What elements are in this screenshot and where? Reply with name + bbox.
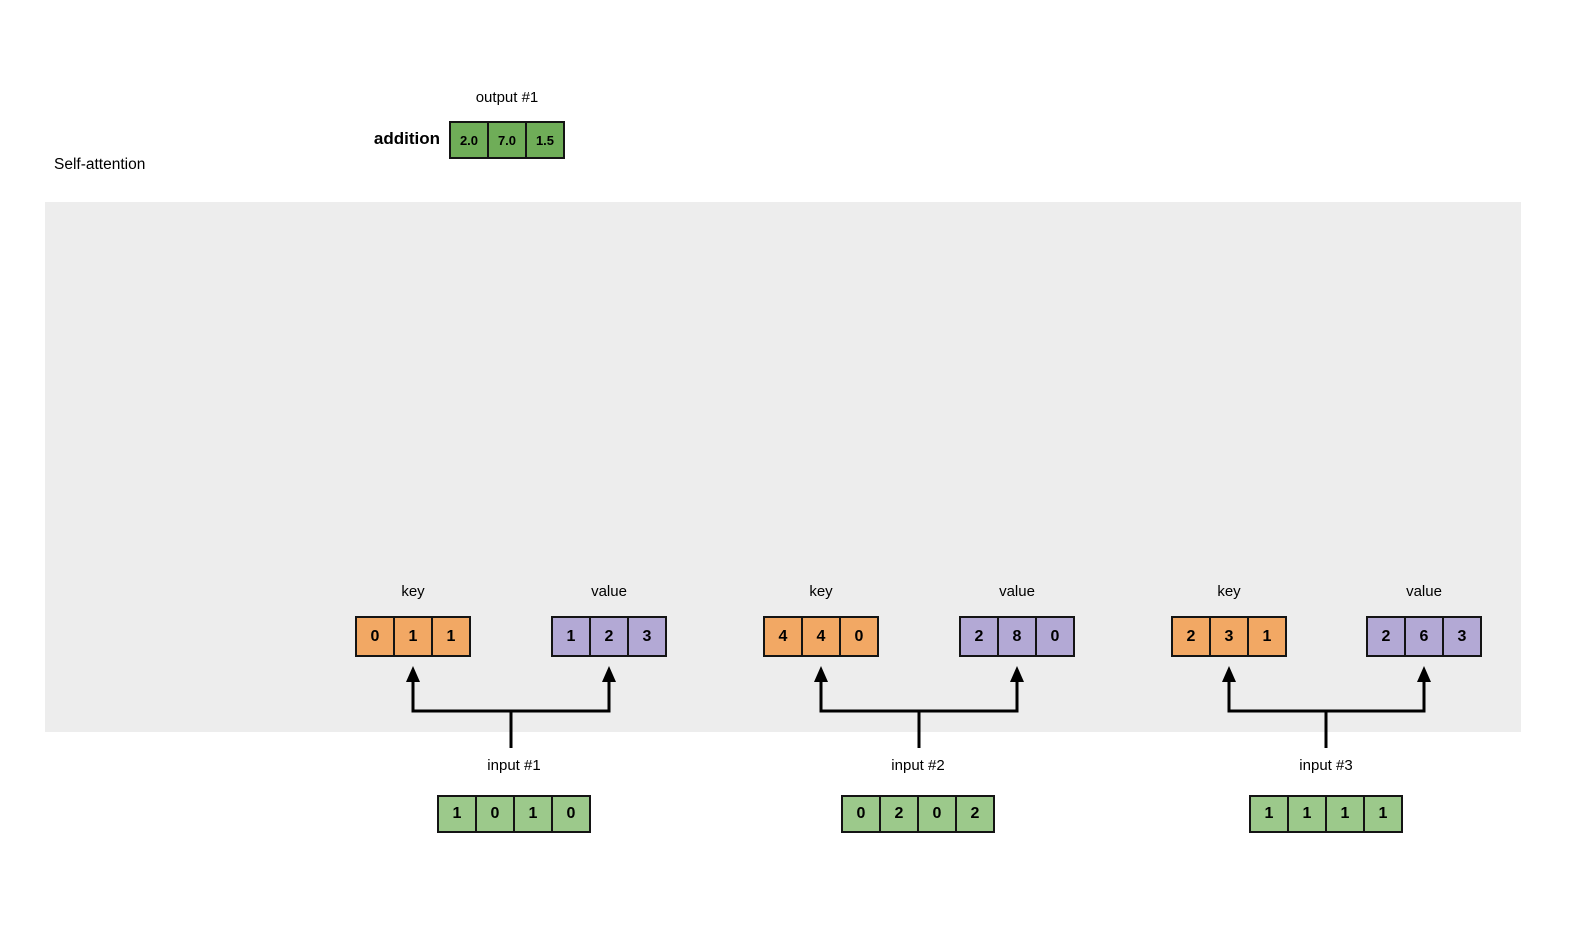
output-label: output #1 xyxy=(475,89,539,106)
input-label-3: input #3 xyxy=(1299,757,1353,774)
output-cell: 7.0 xyxy=(487,121,527,159)
key-label: key xyxy=(1217,583,1241,600)
key-label: key xyxy=(401,583,425,600)
value-label: value xyxy=(1406,583,1442,600)
input-cell: 2 xyxy=(879,795,919,833)
key-cell: 1 xyxy=(1247,616,1287,657)
input-cell: 0 xyxy=(551,795,591,833)
value-label: value xyxy=(999,583,1035,600)
input-cell: 1 xyxy=(1325,795,1365,833)
value-cell: 6 xyxy=(1404,616,1444,657)
diagram-title: Self-attention xyxy=(54,156,146,173)
value-label: value xyxy=(591,583,627,600)
value-vector-2: 2 8 0 xyxy=(959,616,1075,657)
key-cell: 0 xyxy=(839,616,879,657)
output-vector: 2.0 7.0 1.5 xyxy=(449,121,565,159)
input-cell: 1 xyxy=(437,795,477,833)
input-cell: 1 xyxy=(1363,795,1403,833)
key-cell: 1 xyxy=(431,616,471,657)
value-cell: 2 xyxy=(959,616,999,657)
key-label: key xyxy=(809,583,833,600)
output-cell: 1.5 xyxy=(525,121,565,159)
value-vector-1: 1 2 3 xyxy=(551,616,667,657)
value-cell: 3 xyxy=(627,616,667,657)
input-cell: 1 xyxy=(1249,795,1289,833)
value-cell: 2 xyxy=(1366,616,1406,657)
input-cell: 0 xyxy=(917,795,957,833)
key-vector-3: 2 3 1 xyxy=(1171,616,1287,657)
input-cell: 1 xyxy=(513,795,553,833)
key-vector-1: 0 1 1 xyxy=(355,616,471,657)
value-cell: 0 xyxy=(1035,616,1075,657)
input-vector-2: 0 2 0 2 xyxy=(841,795,995,833)
key-cell: 1 xyxy=(393,616,433,657)
key-cell: 4 xyxy=(763,616,803,657)
input-cell: 1 xyxy=(1287,795,1327,833)
key-cell: 0 xyxy=(355,616,395,657)
input-cell: 0 xyxy=(475,795,515,833)
input-vector-3: 1 1 1 1 xyxy=(1249,795,1403,833)
input-cell: 0 xyxy=(841,795,881,833)
addition-label: addition xyxy=(373,129,440,148)
input-cell: 2 xyxy=(955,795,995,833)
value-cell: 1 xyxy=(551,616,591,657)
value-cell: 3 xyxy=(1442,616,1482,657)
key-cell: 3 xyxy=(1209,616,1249,657)
input-label-2: input #2 xyxy=(891,757,945,774)
input-label-1: input #1 xyxy=(487,757,541,774)
key-cell: 2 xyxy=(1171,616,1211,657)
value-cell: 2 xyxy=(589,616,629,657)
key-vector-2: 4 4 0 xyxy=(763,616,879,657)
input-vector-1: 1 0 1 0 xyxy=(437,795,591,833)
output-cell: 2.0 xyxy=(449,121,489,159)
value-cell: 8 xyxy=(997,616,1037,657)
value-vector-3: 2 6 3 xyxy=(1366,616,1482,657)
key-cell: 4 xyxy=(801,616,841,657)
